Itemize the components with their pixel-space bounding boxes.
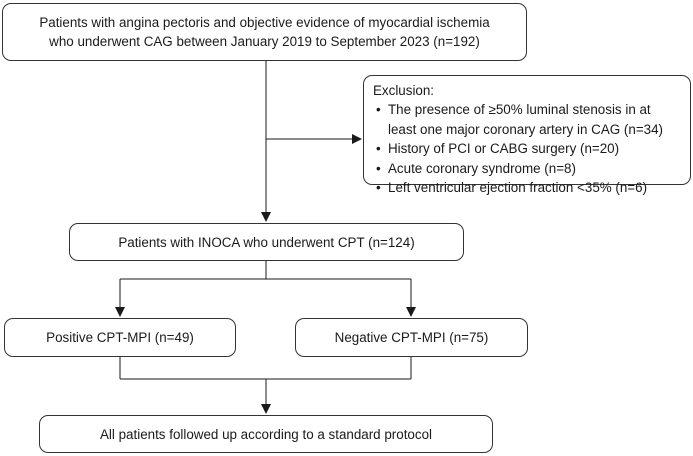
exclusion-title: Exclusion:: [373, 83, 435, 98]
bullet-icon: •: [376, 141, 381, 156]
exclusion-item: • Left ventricular ejection fraction <35…: [373, 178, 682, 198]
exclusion-item-line: least one major coronary artery in CAG (…: [388, 121, 663, 137]
bullet-icon: •: [376, 180, 381, 195]
enrolled-patients-box: Patients with angina pectoris and object…: [2, 3, 527, 61]
exclusion-item: • Acute coronary syndrome (n=8): [373, 159, 682, 179]
follow-up-box: All patients followed up according to a …: [39, 415, 493, 453]
exclusion-item-line: Left ventricular ejection fraction <35% …: [388, 180, 648, 195]
exclusion-item: • The presence of ≥50% luminal stenosis …: [373, 100, 682, 139]
bullet-icon: •: [376, 160, 381, 176]
enrolled-line-1: Patients with angina pectoris and object…: [39, 15, 490, 30]
exclusion-item: • History of PCI or CABG surgery (n=20): [373, 139, 682, 159]
enrolled-line-2: who underwent CAG between January 2019 t…: [49, 34, 480, 49]
follow-up-text: All patients followed up according to a …: [100, 426, 432, 442]
exclusion-item-line: History of PCI or CABG surgery (n=20): [388, 141, 620, 156]
exclusion-item-line: Acute coronary syndrome (n=8): [388, 160, 576, 176]
exclusion-item-line: The presence of ≥50% luminal stenosis in…: [388, 102, 651, 117]
inoca-cpt-box: Patients with INOCA who underwent CPT (n…: [69, 223, 464, 261]
exclusion-list: • The presence of ≥50% luminal stenosis …: [373, 100, 682, 198]
positive-cpt-mpi-text: Positive CPT-MPI (n=49): [46, 330, 194, 345]
negative-cpt-mpi-box: Negative CPT-MPI (n=75): [295, 318, 528, 357]
bullet-icon: •: [376, 102, 381, 117]
inoca-cpt-text: Patients with INOCA who underwent CPT (n…: [118, 234, 415, 250]
exclusion-box: Exclusion: • The presence of ≥50% lumina…: [363, 75, 691, 195]
positive-cpt-mpi-box: Positive CPT-MPI (n=49): [4, 318, 236, 357]
negative-cpt-mpi-text: Negative CPT-MPI (n=75): [334, 330, 489, 345]
